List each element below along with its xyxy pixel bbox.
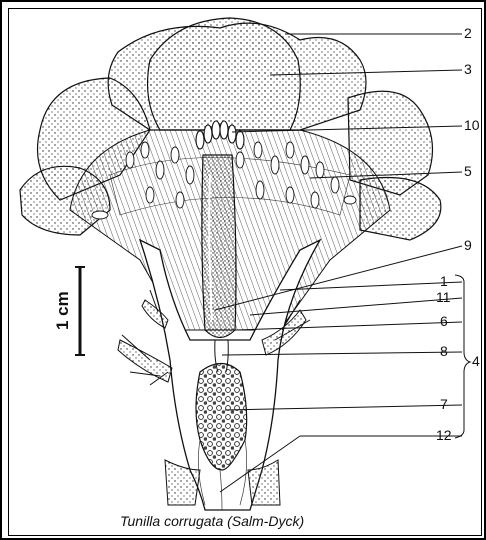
label-3: 3	[464, 61, 472, 77]
label-10: 10	[464, 117, 480, 133]
label-11: 11	[436, 289, 451, 305]
scale-bar-label: 1 cm	[53, 291, 72, 330]
label-1: 1	[440, 273, 448, 289]
style	[202, 155, 236, 338]
species-caption: Tunilla corrugata (Salm-Dyck)	[120, 513, 304, 529]
label-8: 8	[440, 343, 448, 359]
label-5: 5	[464, 163, 472, 179]
label-2: 2	[464, 25, 472, 41]
scale-bar: 1 cm	[53, 267, 85, 355]
label-12: 12	[436, 427, 452, 443]
label-4: 4	[472, 353, 480, 369]
label-6: 6	[440, 313, 448, 329]
label-9: 9	[464, 237, 472, 253]
label-7: 7	[440, 396, 448, 412]
part-labels: 2 3 10 5 9 1 11 6 8 4 7 12	[436, 25, 480, 443]
